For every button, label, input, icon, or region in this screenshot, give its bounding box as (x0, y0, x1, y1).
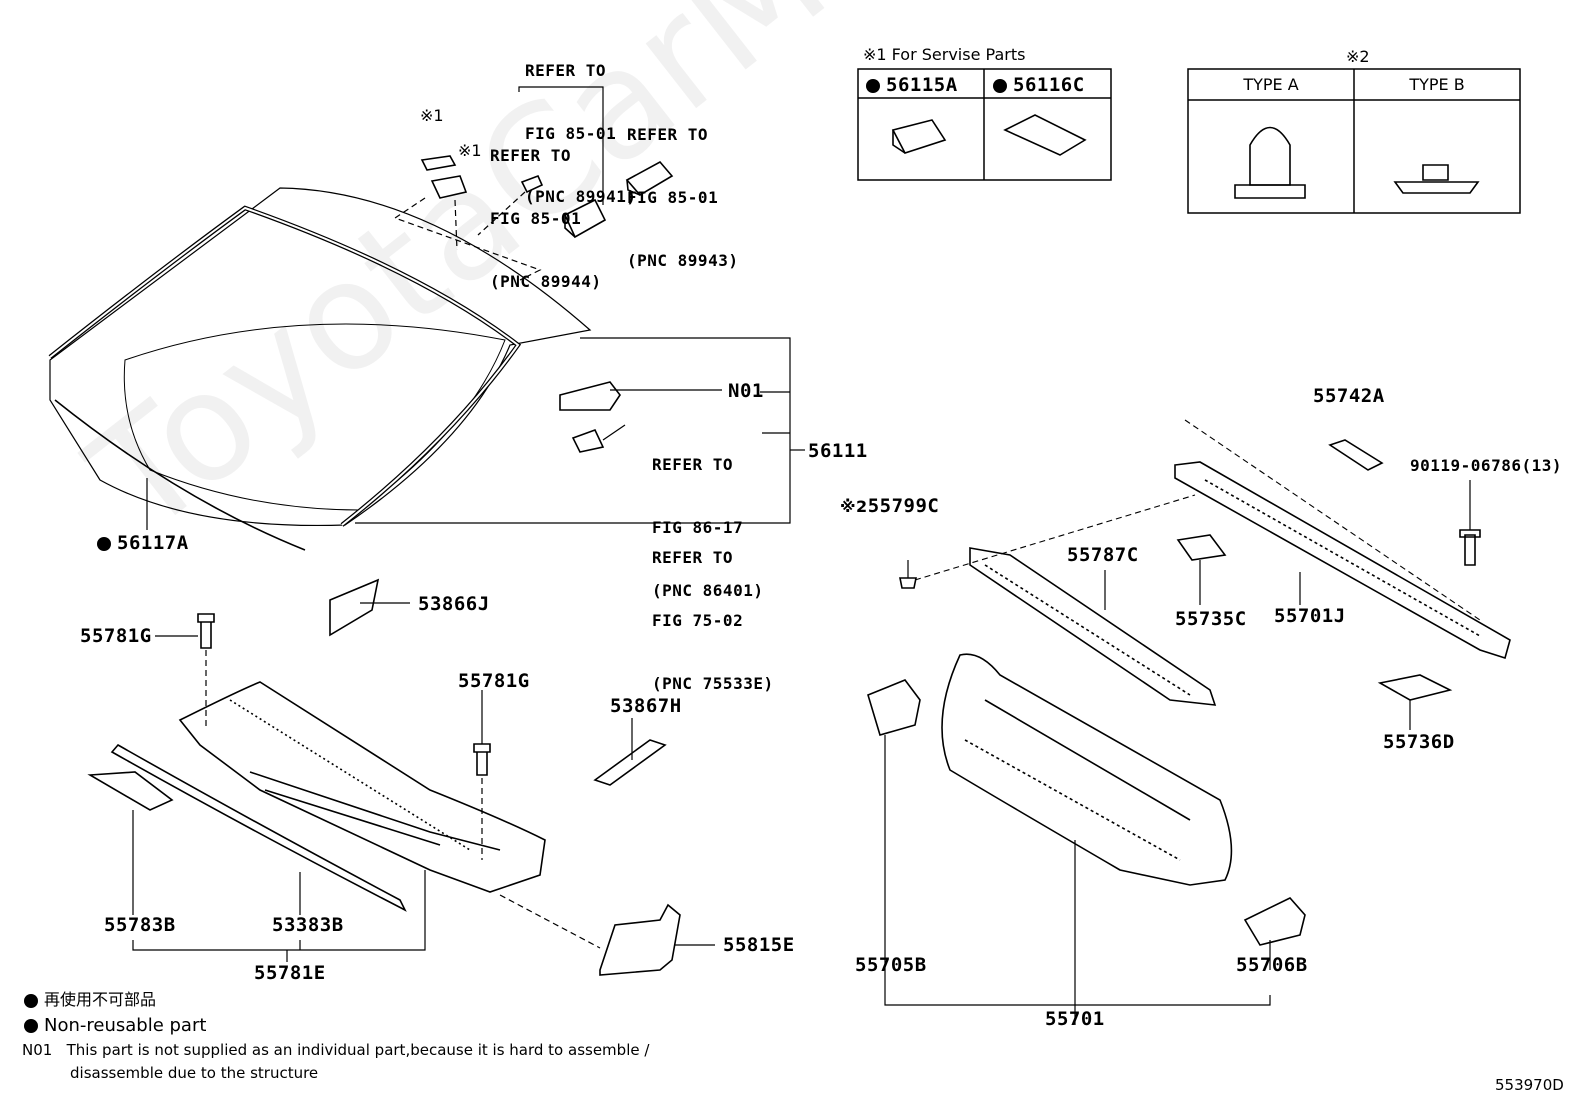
part-label-53383B: 53383B (272, 914, 344, 936)
note-mark-1b: ※1 (458, 141, 482, 160)
dash-panel-55701-illustration (941, 653, 1233, 886)
ref-line: (PNC 89944) (490, 272, 602, 291)
bracket-55735C-illustration (1176, 534, 1227, 561)
cowl-louver-illustration (178, 681, 546, 893)
seal-55783B-illustration (87, 771, 174, 811)
part-label-53867H: 53867H (610, 695, 682, 717)
part-number: 56115A (886, 74, 958, 96)
part-label-55701J: 55701J (1274, 605, 1346, 627)
reference-89941: REFER TO FIG 85-01 (PNC 89941) (525, 18, 636, 249)
service-part-56115A: 56115A (866, 76, 958, 95)
ref-line: FIG 75-02 (652, 611, 744, 630)
type-table-heading: ※2 (1346, 47, 1370, 66)
note-mark-1a: ※1 (420, 106, 444, 125)
part-number: 56117A (117, 532, 189, 554)
note-N01: N01 This part is not supplied as an indi… (22, 1043, 649, 1058)
non-reusable-dot-icon (866, 78, 880, 93)
part-label-55742A: 55742A (1313, 385, 1385, 407)
part-label-55736D: 55736D (1383, 731, 1455, 753)
ref-line: (PNC 89943) (627, 251, 739, 270)
ref-line: REFER TO (652, 548, 734, 567)
part-label-53866J: 53866J (418, 593, 490, 615)
ref-line: (PNC 86401) (652, 581, 764, 600)
clip-56116C-illustration (1003, 114, 1087, 156)
part-number: 56116C (1013, 74, 1085, 96)
clip-55799C-illustration (899, 577, 917, 589)
legend-text: Non-reusable part (44, 1015, 207, 1036)
bracket-illustration-2 (520, 174, 544, 194)
part-label-55783B: 55783B (104, 914, 176, 936)
bolt-90119-illustration (1459, 529, 1481, 566)
part-number: 55799C (867, 495, 940, 517)
ref-line: REFER TO (525, 61, 607, 80)
legend-en: Non-reusable part (24, 1017, 206, 1035)
reference-75533: REFER TO FIG 75-02 (PNC 75533E) (652, 505, 774, 736)
type-b-header: TYPE B (1409, 75, 1465, 94)
part-label-55815E: 55815E (723, 934, 795, 956)
label-55742A-illustration (1328, 439, 1384, 471)
ref-line: (PNC 89941) (525, 187, 637, 206)
trim-piece-53867H-illustration (593, 739, 667, 786)
panel-55787C-illustration (969, 547, 1217, 706)
windshield-moulding-illustration (48, 205, 522, 527)
part-label-55787C: 55787C (1067, 544, 1139, 566)
legend-text: 再使用不可部品 (44, 990, 157, 1009)
part-label-55781G-left: 55781G (80, 625, 152, 647)
legend-jp: 再使用不可部品 (24, 992, 156, 1008)
mirror-base-illustration-1 (563, 198, 607, 239)
note-N01-cont: disassemble due to the structure (70, 1064, 319, 1082)
service-part-56116C: 56116C (993, 76, 1085, 95)
type-a-clip-illustration (1234, 126, 1306, 199)
figure-id: 553970D (1495, 1076, 1564, 1094)
note-code: N01 (22, 1041, 53, 1059)
ref-line: REFER TO (627, 125, 709, 144)
bracket-illustration-1 (420, 155, 468, 199)
ref-line: FIG 86-17 (652, 518, 744, 537)
cowl-seal-illustration (110, 743, 407, 912)
service-parts-heading: ※1 For Servise Parts (863, 45, 1026, 64)
trim-piece-53866J-illustration (329, 578, 380, 637)
non-reusable-dot-icon (993, 78, 1007, 93)
cover-55815E-illustration (599, 903, 681, 976)
part-label-55781E: 55781E (254, 962, 326, 984)
reference-89944: REFER TO FIG 85-01 (PNC 89944) (490, 103, 601, 334)
ref-line: FIG 85-01 (627, 188, 719, 207)
part-label-55705B: 55705B (855, 954, 927, 976)
non-reusable-dot-icon (24, 1019, 38, 1033)
note-mark-2: ※2 (840, 497, 868, 516)
ref-line: (PNC 75533E) (652, 674, 774, 693)
cowl-member-55701J-illustration (1174, 461, 1511, 660)
part-label-56111: 56111 (808, 440, 868, 462)
part-label-56117A: 56117A (97, 534, 189, 553)
part-label-55706B: 55706B (1236, 954, 1308, 976)
bracket-55706B-illustration (1243, 897, 1306, 946)
bracket-55705B-illustration (867, 679, 921, 736)
part-label-55735C: 55735C (1175, 608, 1247, 630)
reference-89943: REFER TO FIG 85-01 (PNC 89943) (627, 82, 738, 313)
non-reusable-dot-icon (97, 536, 111, 551)
non-reusable-dot-icon (24, 993, 38, 1008)
ref-line: FIG 85-01 (525, 124, 617, 143)
clip-55781G-left-illustration (197, 613, 215, 649)
ref-line: REFER TO (490, 146, 572, 165)
type-a-header: TYPE A (1243, 75, 1299, 94)
clip-56115A-illustration (891, 119, 947, 154)
note-text: This part is not supplied as an individu… (66, 1041, 650, 1059)
part-label-N01: N01 (728, 380, 764, 402)
reference-86401: REFER TO FIG 86-17 (PNC 86401) (652, 412, 763, 643)
part-label-55781G-right: 55781G (458, 670, 530, 692)
part-label-55799C: ※255799C (840, 497, 939, 516)
part-label-55701: 55701 (1045, 1008, 1105, 1030)
part-label-90119-06786: 90119-06786(13) (1410, 456, 1562, 475)
type-b-clip-illustration (1393, 164, 1480, 194)
clip-55781G-right-illustration (473, 743, 491, 776)
ref-line: REFER TO (652, 455, 734, 474)
ref-line: FIG 85-01 (490, 209, 582, 228)
mirror-base-illustration-2 (625, 160, 674, 197)
bracket-55736D-illustration (1377, 674, 1453, 701)
